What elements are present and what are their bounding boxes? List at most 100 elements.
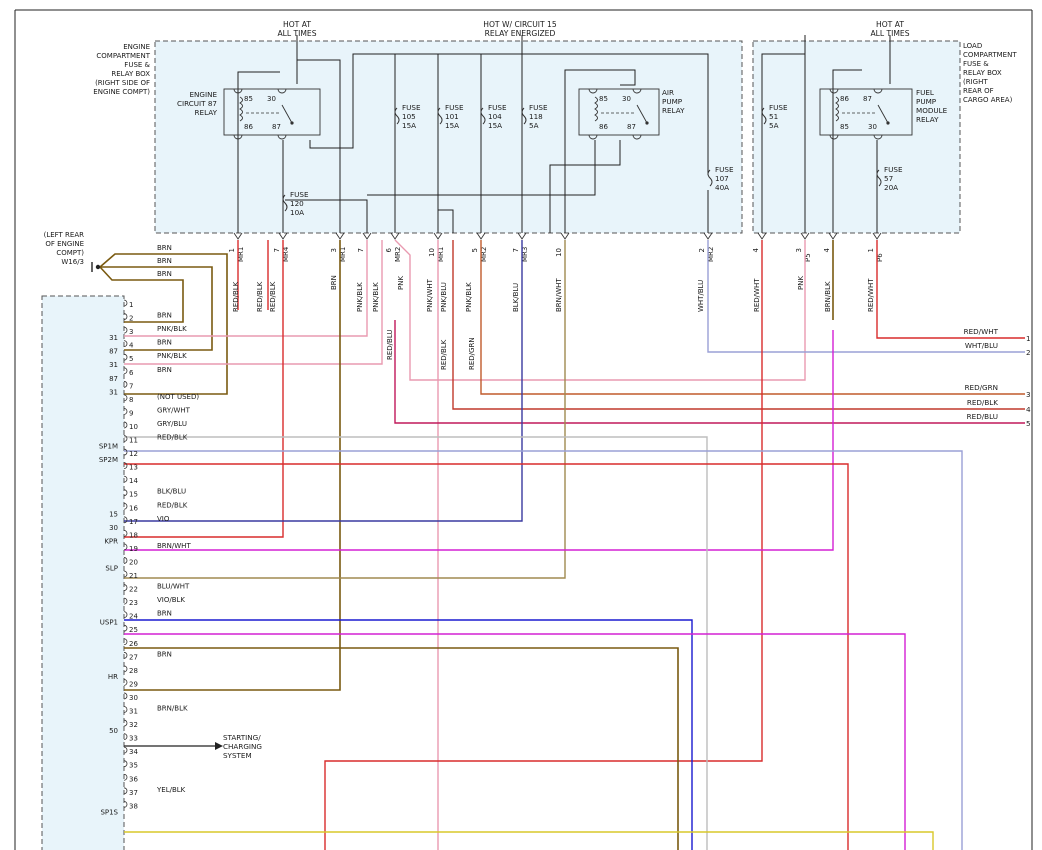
module-pin-number: 33	[129, 735, 138, 743]
module-pin-icon	[123, 679, 128, 686]
vertical-wire-label: WHT/BLU	[697, 280, 705, 312]
yel-blk-wire	[124, 831, 934, 850]
module-pin-function: KPR	[104, 537, 118, 545]
module-pin-icon	[123, 516, 128, 524]
connector-pin-icon	[362, 232, 372, 240]
connector-name: P5	[804, 253, 812, 262]
module-wire-label: BRN	[157, 339, 172, 347]
load-fuse-box	[752, 40, 961, 234]
relay-contact-icon	[290, 121, 294, 125]
connector-pin-number: 10	[555, 248, 563, 257]
connector-pin-number: 2	[698, 248, 706, 252]
vertical-wire-label: PNK/BLK	[356, 282, 364, 312]
relay-pin-label: 30	[267, 95, 276, 103]
output-number: 5	[1026, 419, 1031, 428]
module-pin-icon	[123, 421, 128, 429]
vertical-wire-label: RED/WHT	[867, 278, 875, 312]
module-wire-label: BRN/WHT	[157, 542, 191, 550]
module-pin-icon	[123, 638, 128, 646]
relay-terminal-icon	[588, 134, 598, 140]
module-pin-icon	[123, 584, 128, 591]
relay-terminal-icon	[873, 88, 883, 94]
connector-pin-icon	[233, 232, 243, 240]
module-pin-number: 10	[129, 423, 138, 431]
connector-name: MR1	[237, 247, 245, 262]
module-pin-number: 2	[129, 315, 133, 323]
module-pin-icon	[123, 543, 128, 551]
output-wire-label: RED/GRN	[965, 383, 998, 392]
module-wire-label: VIO/BLK	[157, 596, 185, 604]
module-pin-number: 13	[129, 464, 138, 472]
vertical-wire-label: RED/BLK	[269, 281, 277, 312]
module-pin-function: SLP	[105, 564, 118, 572]
connector-name: MR2	[480, 247, 488, 262]
module-pin-function: 15	[109, 510, 118, 518]
fuse-icon	[707, 169, 713, 187]
connector-name: MR2	[707, 247, 715, 262]
module-wire-label: BRN	[157, 650, 172, 658]
module-pin-number: 36	[129, 775, 138, 783]
vertical-wire-label: BRN/WHT	[555, 278, 563, 312]
connector-pin-number: 4	[752, 247, 760, 252]
module-pin-number: 5	[129, 355, 133, 363]
module-pin-number: 38	[129, 802, 138, 810]
relay-contact-icon	[886, 121, 890, 125]
module-pin-number: 23	[129, 599, 138, 607]
vertical-wire-label: RED/BLK	[256, 281, 264, 312]
connector-pin-icon	[800, 232, 810, 240]
module-wire-label: YEL/BLK	[156, 786, 186, 794]
module-pin-number: 16	[129, 504, 138, 512]
gry-wht-wire	[124, 436, 708, 850]
module-pin-number: 34	[129, 748, 138, 756]
relay-body	[223, 88, 321, 136]
relay-terminal-icon	[632, 134, 642, 140]
module-pin-icon	[123, 760, 128, 768]
module-pin-function: 31	[109, 388, 118, 396]
vertical-wire-label: BRN/BLK	[824, 281, 832, 312]
connector-pin-icon	[703, 232, 713, 240]
relay-coil-icon	[594, 96, 598, 122]
module-pin-icon	[123, 380, 128, 388]
relay-pin-label: 30	[622, 95, 631, 103]
relay-switch-icon	[281, 104, 293, 124]
module-pin-function: 87	[109, 375, 118, 383]
module-pin-icon	[123, 353, 128, 361]
relay-switch-icon	[877, 104, 889, 124]
pnk-blk-wire	[124, 240, 383, 365]
output-wire-label: WHT/BLU	[965, 341, 998, 350]
red-grn-wire	[480, 240, 1025, 395]
module-pin-icon	[123, 313, 128, 320]
module-pin-number: 12	[129, 450, 138, 458]
bus-wire	[367, 140, 596, 196]
module-pin-function: 30	[109, 524, 118, 532]
module-pin-icon	[123, 787, 128, 795]
module-pin-icon	[123, 529, 128, 537]
connector-name: MR1	[339, 247, 347, 262]
module-pin-number: 11	[129, 437, 138, 445]
module-wire-label: BRN	[157, 610, 172, 618]
brn-wire	[124, 240, 341, 691]
module-pin-icon	[123, 557, 128, 564]
vertical-wire-label: RED/BLU	[386, 329, 394, 360]
connector-pin-number: 4	[823, 247, 831, 252]
relay-pin-label: 86	[244, 123, 253, 131]
module-pin-icon	[123, 502, 128, 510]
module-pin-number: 8	[129, 396, 133, 404]
connector-pin-icon	[560, 232, 570, 240]
blu-wht-wire	[124, 619, 693, 850]
module-pin-icon	[123, 435, 128, 442]
bus-wire	[832, 69, 862, 233]
module-wire-label: GRY/BLU	[157, 420, 187, 428]
vertical-wire-label: PNK	[797, 276, 805, 290]
fuse-icon	[521, 107, 527, 125]
red-wht-wire	[876, 240, 1025, 339]
